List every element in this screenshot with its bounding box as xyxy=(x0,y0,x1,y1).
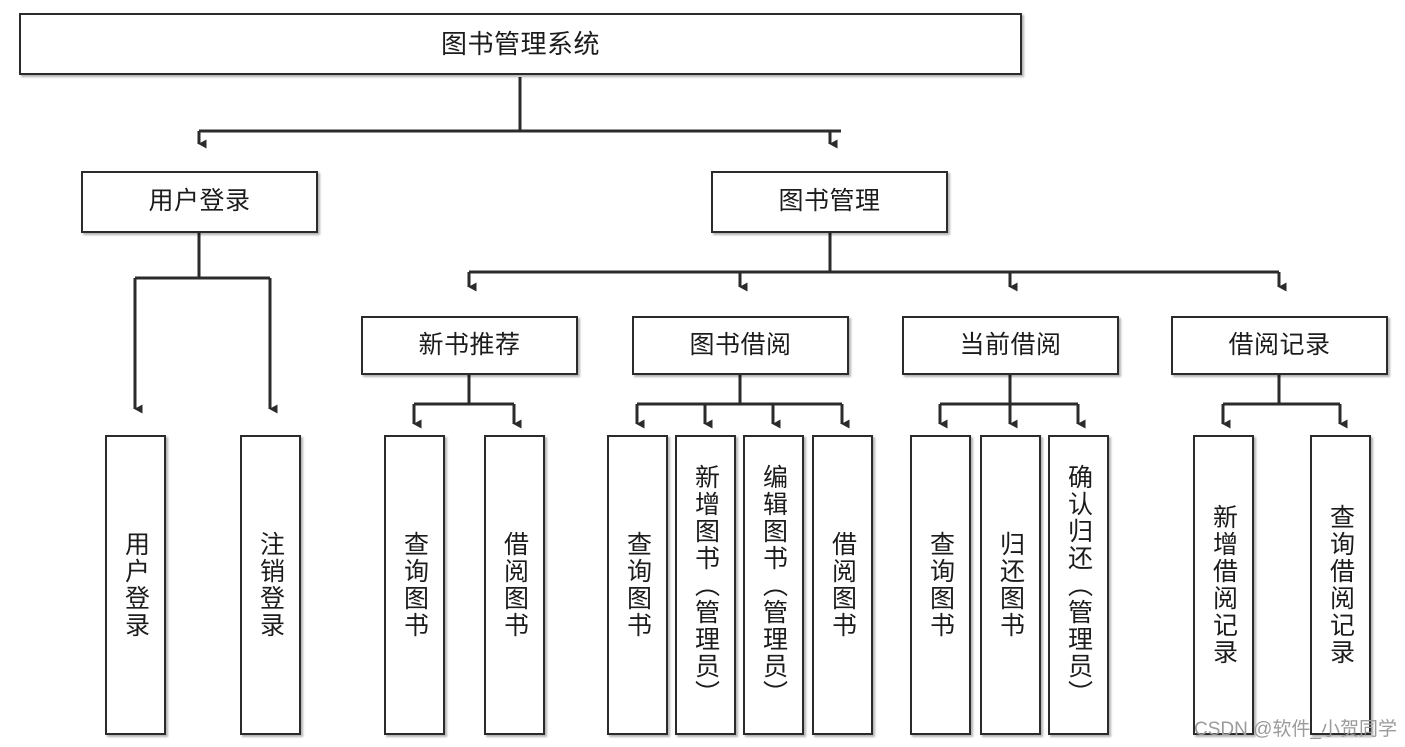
node-book-borrow[interactable]: 图书借阅 xyxy=(632,316,849,375)
node-label: 新增借阅记录 xyxy=(1209,504,1238,666)
leaf-new-book-query-book[interactable]: 查询图书 xyxy=(384,435,445,735)
node-label: 查询图书 xyxy=(926,531,955,639)
node-label: 查询借阅记录 xyxy=(1326,504,1355,666)
node-label: 归还图书 xyxy=(996,531,1025,639)
node-label: 查询图书 xyxy=(623,531,652,639)
leaf-borrow-record-add-record[interactable]: 新增借阅记录 xyxy=(1193,435,1254,735)
node-label: 图书借阅 xyxy=(689,330,792,359)
leaf-new-book-borrow-book[interactable]: 借阅图书 xyxy=(484,435,545,735)
node-user-login[interactable]: 用户登录 xyxy=(81,171,318,233)
node-label: 图书管理系统 xyxy=(440,28,600,59)
node-label: 借阅图书 xyxy=(828,531,857,639)
csdn-watermark: CSDN @软件_小贺同学 xyxy=(1194,719,1397,740)
node-label: 图书管理 xyxy=(778,187,881,216)
node-root-book-management-system[interactable]: 图书管理系统 xyxy=(19,13,1022,75)
node-label: 确认归还（管理员） xyxy=(1064,463,1093,707)
node-label: 新增图书（管理员） xyxy=(691,463,720,707)
leaf-current-borrow-query-book[interactable]: 查询图书 xyxy=(910,435,971,735)
node-current-borrow[interactable]: 当前借阅 xyxy=(902,316,1119,375)
node-label: 用户登录 xyxy=(121,531,150,639)
leaf-user-login-login[interactable]: 用户登录 xyxy=(105,435,166,735)
leaf-current-borrow-return-book[interactable]: 归还图书 xyxy=(980,435,1041,735)
leaf-current-borrow-confirm-return-admin[interactable]: 确认归还（管理员） xyxy=(1048,435,1109,735)
leaf-book-borrow-query-book[interactable]: 查询图书 xyxy=(607,435,668,735)
node-label: 查询图书 xyxy=(400,531,429,639)
node-label: 注销登录 xyxy=(256,531,285,639)
leaf-book-borrow-add-book-admin[interactable]: 新增图书（管理员） xyxy=(675,435,736,735)
node-label: 借阅记录 xyxy=(1228,330,1331,359)
node-label: 用户登录 xyxy=(148,187,251,216)
leaf-book-borrow-borrow-book[interactable]: 借阅图书 xyxy=(812,435,873,735)
node-book-management[interactable]: 图书管理 xyxy=(711,171,948,233)
leaf-book-borrow-edit-book-admin[interactable]: 编辑图书（管理员） xyxy=(743,435,804,735)
node-label: 当前借阅 xyxy=(959,330,1062,359)
leaf-user-login-logout[interactable]: 注销登录 xyxy=(240,435,301,735)
node-label: 新书推荐 xyxy=(418,330,521,359)
node-label: 编辑图书（管理员） xyxy=(759,463,788,707)
node-label: 借阅图书 xyxy=(500,531,529,639)
leaf-borrow-record-query-record[interactable]: 查询借阅记录 xyxy=(1310,435,1371,735)
node-borrow-record[interactable]: 借阅记录 xyxy=(1171,316,1388,375)
node-new-book-recommend[interactable]: 新书推荐 xyxy=(361,316,578,375)
